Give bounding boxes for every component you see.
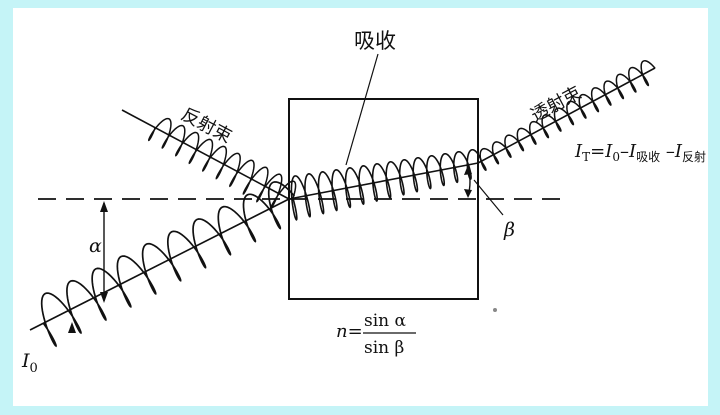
alpha-label: α bbox=[89, 235, 102, 257]
absorption-leader bbox=[345, 53, 379, 166]
refractive-index-denominator: sin β bbox=[364, 338, 404, 358]
refractive-index-lhs: n= bbox=[336, 321, 363, 342]
beta-label: β bbox=[503, 219, 515, 241]
incident-direction-arrow-icon bbox=[68, 322, 76, 333]
absorption-label: 吸收 bbox=[354, 29, 396, 53]
transmitted-beam-axis bbox=[477, 67, 656, 164]
watermark: 知乎用户 bbox=[612, 378, 676, 397]
beta-leader bbox=[473, 179, 504, 216]
refractive-index-numerator: sin α bbox=[364, 311, 407, 331]
refracted-wave bbox=[290, 148, 483, 221]
incident-wave bbox=[40, 181, 296, 348]
alpha-arrow-down-icon bbox=[100, 292, 108, 303]
beta-arrow-up-icon bbox=[464, 165, 472, 175]
incident-intensity-label: I0 bbox=[21, 350, 38, 376]
reflected-beam-axis bbox=[121, 109, 290, 200]
alpha-arrow-up-icon bbox=[100, 201, 108, 212]
beta-arrow-down-icon bbox=[464, 189, 472, 198]
transmitted-wave bbox=[479, 60, 656, 171]
reflected-wave bbox=[147, 117, 297, 211]
diagram-panel bbox=[13, 8, 708, 406]
transmitted-intensity-equation: IT=I0–I吸收 –I反射 bbox=[574, 141, 706, 164]
speck bbox=[493, 308, 497, 312]
